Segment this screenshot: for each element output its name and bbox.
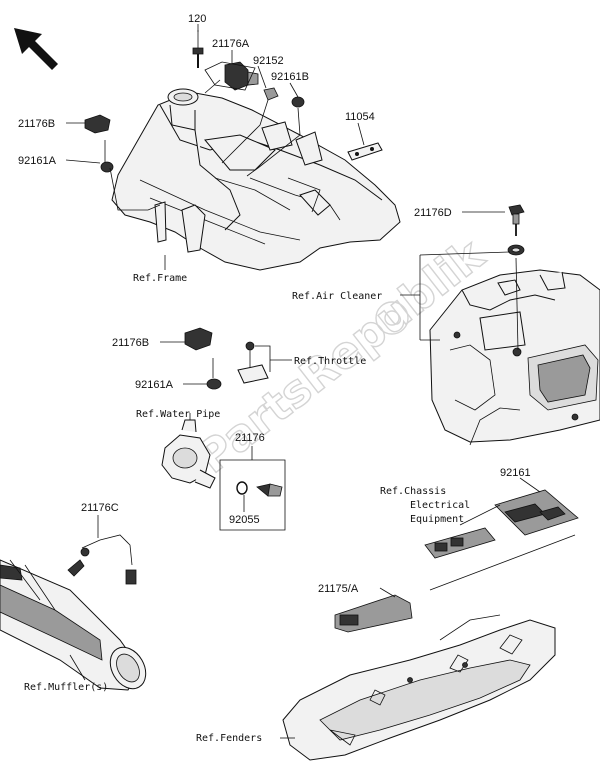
ecu-92161	[494, 477, 579, 536]
ref-water-pipe-label: Ref.Water Pipe	[136, 409, 220, 420]
reference-labels: Ref.Frame Ref.Air Cleaner Ref.Throttle R…	[24, 273, 470, 744]
label-92161A-top: 92161A	[18, 155, 57, 167]
ref-frame-label: Ref.Frame	[133, 273, 187, 284]
watermark-gear-icon	[375, 301, 409, 335]
grommet-92161A-top	[100, 140, 114, 173]
air-cleaner-illustration	[429, 269, 600, 446]
label-21176A: 21176A	[212, 38, 250, 50]
label-92055: 92055	[229, 514, 260, 526]
ref-throttle-label: Ref.Throttle	[294, 356, 366, 367]
label-21176B-top: 21176B	[18, 118, 55, 130]
grommet-92161B	[291, 96, 305, 108]
fender-illustration	[280, 614, 556, 761]
bracket-11054	[347, 142, 383, 161]
sensor-21176B-top	[84, 114, 111, 134]
water-pipe-leaders	[219, 446, 286, 531]
label-21176D: 21176D	[414, 207, 452, 219]
muffler-leaders	[69, 654, 86, 681]
relay-21175A	[334, 594, 413, 633]
sensor-21176C	[67, 515, 137, 585]
ref-chassis-label-3: Equipment	[410, 514, 464, 525]
label-21176: 21176	[235, 432, 265, 444]
nut-92152	[263, 87, 279, 101]
ref-chassis-label-2: Electrical	[410, 500, 470, 511]
label-92161A-mid: 92161A	[135, 379, 174, 391]
label-120: 120	[188, 13, 206, 25]
water-pipe-illustration	[161, 413, 216, 489]
label-21175A: 21175/A	[318, 583, 359, 595]
sensor-21176A	[204, 61, 259, 91]
connector-plug	[424, 527, 496, 559]
oring-92055	[236, 481, 248, 495]
ref-chassis-label-1: Ref.Chassis	[380, 486, 446, 497]
label-21176C: 21176C	[81, 502, 119, 514]
air-cleaner-leaders	[400, 211, 519, 351]
sensor-21176D	[507, 204, 525, 256]
throttle-leaders	[160, 341, 292, 385]
label-92152: 92152	[253, 55, 284, 67]
ref-muffler-label: Ref.Muffler(s)	[24, 682, 108, 693]
label-92161: 92161	[500, 467, 531, 479]
muffler-illustration	[0, 559, 147, 691]
label-11054: 11054	[345, 111, 375, 123]
throttle-bracket	[237, 341, 269, 384]
part-number-labels: 120 21176A 92152 92161B 11054 21176B 921…	[18, 13, 531, 595]
frame-illustration	[111, 88, 401, 271]
label-21176B-mid: 21176B	[112, 337, 149, 349]
ref-air-cleaner-label: Ref.Air Cleaner	[292, 291, 382, 302]
label-92161B: 92161B	[271, 71, 309, 83]
sensor-21176B-mid	[184, 327, 213, 351]
electrical-leaders	[379, 504, 576, 598]
sensor-21176	[256, 483, 283, 497]
ref-fenders-label: Ref.Fenders	[196, 733, 262, 744]
bolt-120	[192, 30, 204, 68]
grommet-92161A-mid	[206, 358, 222, 390]
top-leader-lines	[65, 24, 365, 270]
front-direction-arrow-icon	[14, 28, 58, 70]
